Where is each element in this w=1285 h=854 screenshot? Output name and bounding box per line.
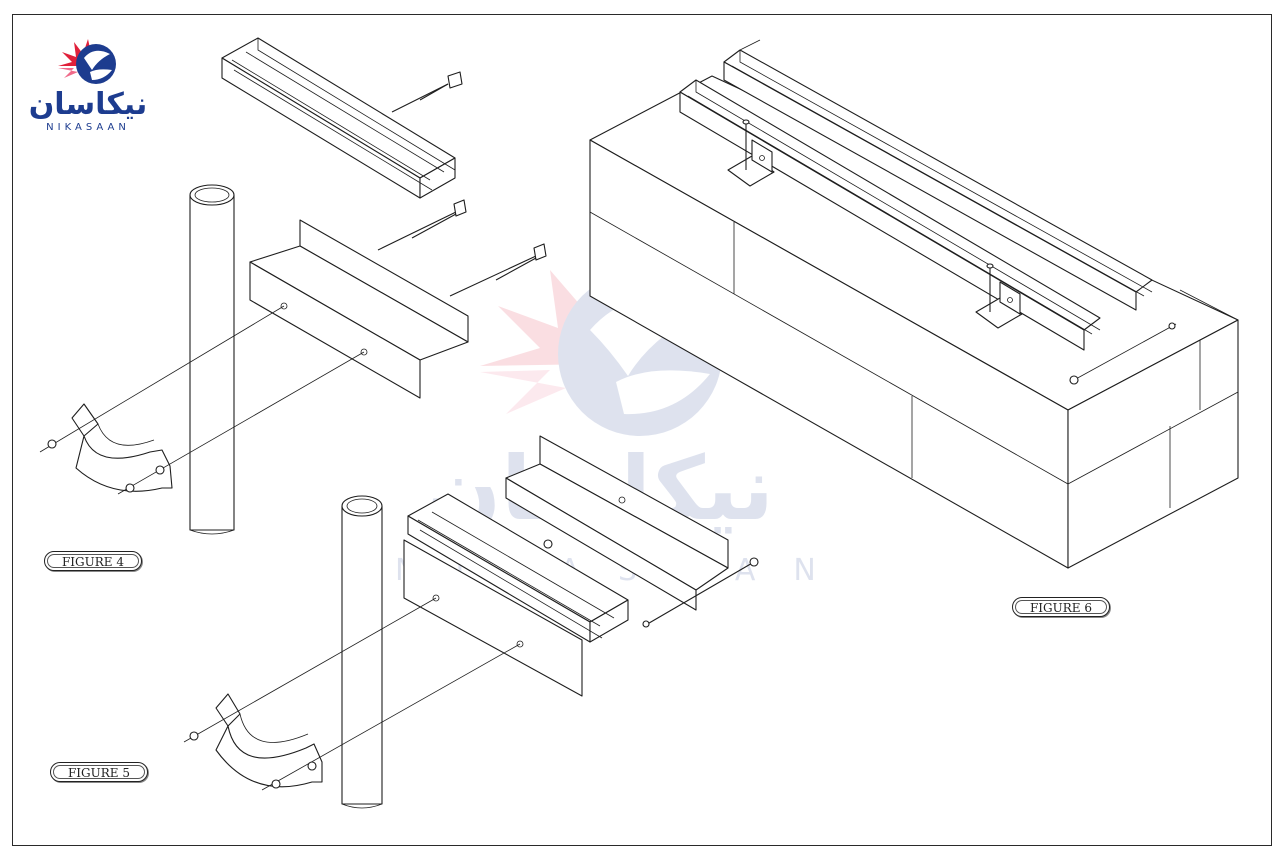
sheet-border	[12, 14, 1272, 846]
figure-4-label: FIGURE 4	[44, 551, 142, 571]
figure-4-rail	[221, 37, 456, 199]
brand-emblem-icon	[58, 39, 116, 84]
figure-6-rail-front	[679, 79, 1101, 351]
brand-name-en: NIKASAAN	[46, 122, 130, 133]
figure-6-clip-1	[727, 119, 775, 187]
figure-4-guide-lines	[39, 305, 365, 495]
figure-5-bolt	[642, 557, 759, 628]
brand-logo: نیکاسان NIKASAAN	[24, 38, 152, 138]
figure-4-bolt-3	[449, 243, 547, 297]
figure-4-clamp	[71, 403, 173, 492]
figure-6-label: FIGURE 6	[1012, 597, 1110, 617]
brand-name-fa: نیکاسان	[28, 87, 148, 122]
figure-5-label: FIGURE 5	[50, 762, 148, 782]
figure-4-bolt-1	[391, 71, 463, 113]
figure-5-clamp	[215, 693, 323, 788]
figure-6-guide-lines	[739, 39, 1177, 385]
figure-5-front-bracket	[403, 539, 583, 697]
figure-5-rail	[407, 493, 629, 643]
figure-5-bracket	[505, 435, 729, 611]
figure-5-guide-lines	[183, 597, 521, 791]
figure-5-pole	[341, 495, 383, 809]
figure-6-clip-2	[975, 263, 1023, 329]
figure-4-bolt-2	[377, 199, 467, 251]
figure-6-rail-back	[723, 49, 1153, 311]
figure-4-bracket	[249, 219, 469, 399]
